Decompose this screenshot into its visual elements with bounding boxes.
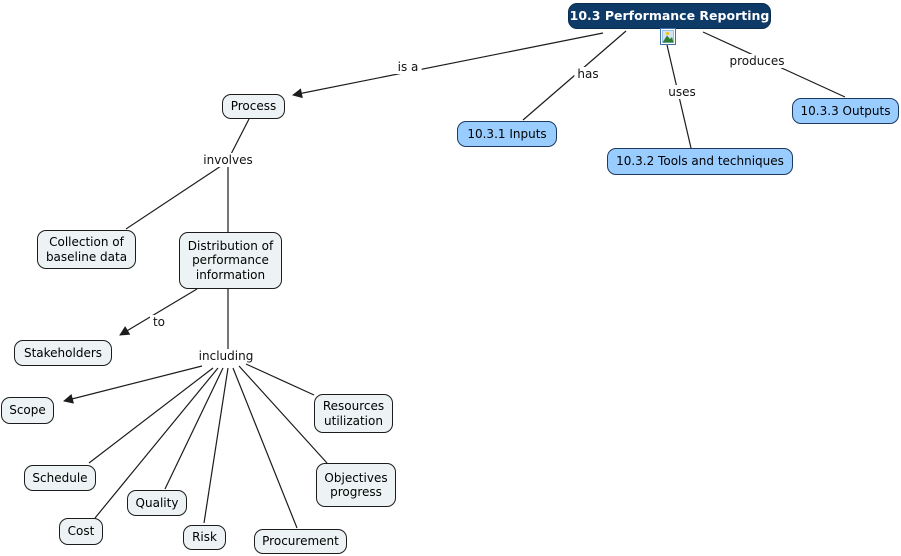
- link-phrase-including[interactable]: including: [195, 349, 257, 363]
- link-phrase-involves[interactable]: involves: [200, 153, 256, 167]
- link-phrase-uses[interactable]: uses: [665, 85, 699, 99]
- mountain-glyph: [662, 35, 674, 43]
- edge-including-to-resources: [245, 363, 315, 396]
- node-tools[interactable]: 10.3.2 Tools and techniques: [607, 148, 793, 175]
- edge-including-to-procurement: [232, 367, 298, 529]
- node-collection[interactable]: Collection of baseline data: [37, 230, 136, 269]
- node-objectives[interactable]: Objectives progress: [316, 463, 396, 507]
- node-risk[interactable]: Risk: [183, 525, 226, 550]
- link-phrase-to[interactable]: to: [149, 315, 169, 329]
- node-process[interactable]: Process: [222, 94, 285, 119]
- node-stakeholders[interactable]: Stakeholders: [14, 340, 112, 366]
- node-scope[interactable]: Scope: [1, 397, 54, 424]
- node-cost[interactable]: Cost: [59, 518, 103, 545]
- edge-including-to-objectives: [238, 365, 328, 464]
- edge-process-to-involves: [228, 118, 250, 159]
- node-resources[interactable]: Resources utilization: [314, 394, 393, 433]
- node-outputs[interactable]: 10.3.3 Outputs: [792, 98, 899, 124]
- edge-including-to-scope: [63, 365, 203, 404]
- edge-distribution-to-stakeholders: [119, 288, 198, 336]
- link-phrase-has[interactable]: has: [574, 67, 602, 81]
- edge-including-to-risk: [203, 367, 229, 524]
- edge-including-to-schedule: [88, 367, 214, 464]
- edge-root-to-process: [292, 32, 604, 99]
- link-phrase-produces[interactable]: produces: [726, 54, 788, 68]
- sun-glyph: [665, 31, 670, 36]
- node-root[interactable]: 10.3 Performance Reporting: [568, 3, 771, 29]
- image-resource-icon[interactable]: [660, 28, 676, 45]
- node-quality[interactable]: Quality: [127, 490, 187, 516]
- edge-including-to-quality: [164, 367, 224, 490]
- node-inputs[interactable]: 10.3.1 Inputs: [457, 121, 557, 147]
- node-distribution[interactable]: Distribution of performance information: [179, 232, 282, 289]
- node-procurement[interactable]: Procurement: [254, 529, 347, 554]
- link-phrase-is-a[interactable]: is a: [394, 60, 422, 74]
- edge-involves-to-collection: [125, 165, 222, 230]
- node-schedule[interactable]: Schedule: [24, 465, 96, 491]
- edge-including-to-cost: [94, 367, 219, 519]
